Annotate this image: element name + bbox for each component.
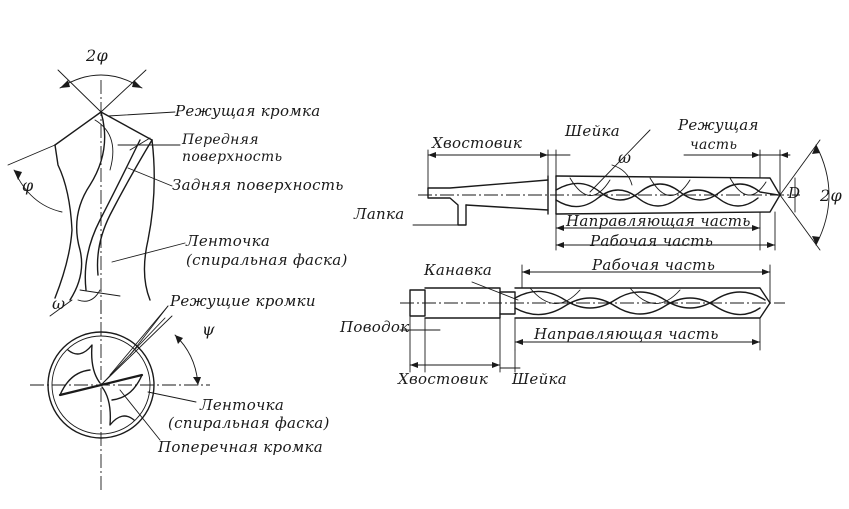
- cutting-edges-label: Режущие кромки: [170, 292, 316, 310]
- section-margin-label-2: (спиральная фаска): [168, 414, 330, 432]
- drill-point-side-view: [7, 69, 186, 320]
- straight-guide-label: Направляющая часть: [534, 325, 719, 343]
- straight-shank-drill: [399, 264, 785, 373]
- flank-face-label: Задняя поверхность: [172, 176, 344, 194]
- cutting-edge-label: Режущая кромка: [175, 102, 321, 120]
- margin-label-2: (спиральная фаска): [186, 251, 348, 269]
- rake-face-label-2: поверхность: [182, 149, 283, 165]
- taper-neck-label: Шейка: [565, 122, 621, 140]
- taper-shank-drill: [412, 129, 830, 251]
- straight-neck-label: Шейка: [512, 370, 568, 388]
- taper-2phi-label: 2φ: [820, 186, 842, 205]
- taper-guide-label: Направляющая часть: [566, 212, 751, 230]
- angle-phi-label: φ: [22, 176, 34, 195]
- cutting-part-label: Режущая: [678, 116, 759, 134]
- chisel-edge-label: Поперечная кромка: [158, 438, 324, 456]
- taper-working-label: Рабочая часть: [590, 232, 714, 250]
- cutting-part-label-2: часть: [690, 137, 738, 153]
- tang-label: Лапка: [354, 205, 405, 223]
- margin-label: Ленточка: [186, 232, 271, 250]
- driver-label: Поводок: [340, 318, 410, 336]
- straight-working-label: Рабочая часть: [592, 256, 716, 274]
- section-margin-label: Ленточка: [200, 396, 285, 414]
- drill-cross-section: [30, 300, 210, 490]
- angle-2phi-label: 2φ: [86, 46, 108, 65]
- straight-shank-label: Хвостовик: [398, 370, 489, 388]
- angle-psi-label: ψ: [202, 320, 215, 339]
- angle-omega-label: ω: [52, 294, 66, 313]
- taper-shank-label: Хвостовик: [432, 134, 523, 152]
- diameter-label: D: [788, 184, 801, 202]
- groove-label: Канавка: [424, 261, 493, 279]
- rake-face-label: Передняя: [182, 132, 259, 148]
- taper-omega-label: ω: [618, 148, 632, 167]
